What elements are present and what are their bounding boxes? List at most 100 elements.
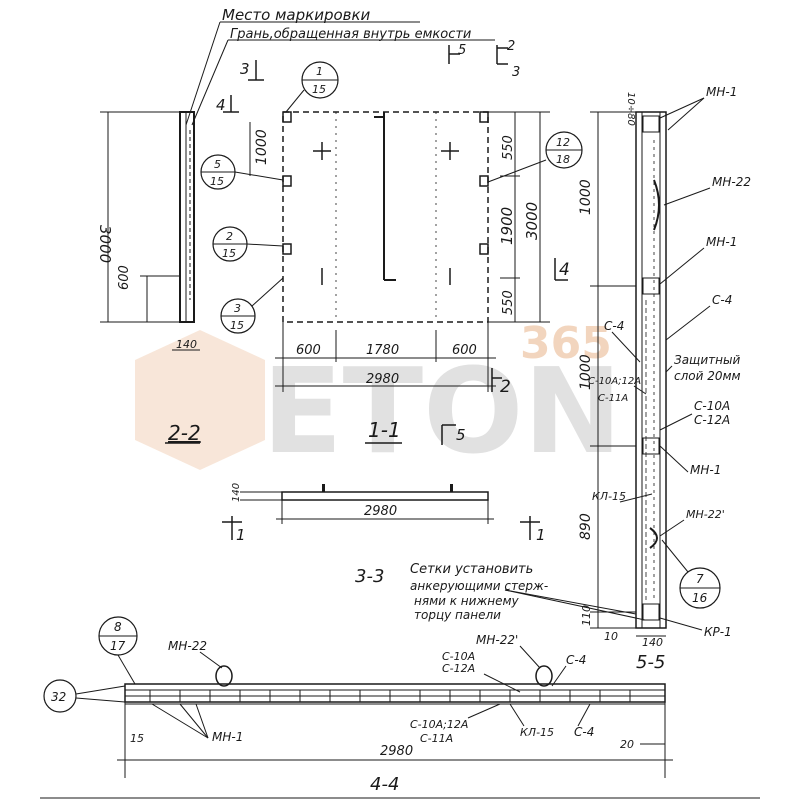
dim-2980-a: 2980 (366, 372, 399, 387)
section-label-2-2: 2-2 (168, 421, 201, 445)
section-label-5-5: 5-5 (636, 652, 665, 673)
cut-mark-2-top: 2 (507, 39, 515, 54)
mark-mn-1-low: МН-1 (690, 463, 721, 477)
svg-text:32: 32 (51, 690, 66, 704)
note-line-3: нями к нижнему (414, 594, 520, 608)
loop-mn-22-right (535, 665, 553, 687)
cut-marks-3-4: 3 4 (216, 60, 264, 114)
callout-12-18: 12 18 (487, 131, 583, 183)
svg-text:15: 15 (222, 247, 236, 260)
mark-kr-1: КР-1 (704, 625, 732, 639)
section-1-1-panel (282, 111, 489, 323)
svg-text:15: 15 (230, 319, 244, 332)
note-sloy: слой 20мм (674, 369, 741, 383)
callout-32: 32 (43, 679, 126, 713)
mark-mn-1-bottom: МН-1 (212, 730, 243, 744)
dim-15: 15 (130, 732, 144, 745)
dim-1000-left-panel: 1000 (254, 129, 270, 165)
cut-mark-5-bottom: 5 (456, 426, 466, 444)
mark-c-10a-12a-bottom: С-10А;12А (410, 718, 468, 731)
mark-c-4-bottom: С-4 (574, 725, 594, 739)
note-setki: Сетки установить анкерующими стерж- нями… (410, 562, 646, 622)
callout-3-15: 3 15 (220, 277, 284, 334)
dim-600-left: 600 (117, 265, 132, 290)
mark-c-10a: С-10А (694, 399, 730, 413)
mark-c-4-right: С-4 (712, 293, 732, 307)
svg-text:8: 8 (114, 620, 122, 634)
svg-text:2: 2 (226, 230, 233, 243)
cut-mark-1-left: 1 (236, 526, 246, 544)
dim-1900: 1900 (498, 207, 516, 245)
callout-1-15: 1 15 (285, 61, 339, 113)
mark-mn-22-prime: МН-22' (686, 508, 725, 521)
mark-kl-15: КЛ-15 (592, 490, 626, 503)
watermark-number: 365 (520, 318, 612, 369)
watermark-brand: ETON (262, 342, 622, 480)
watermark: ETON 365 (135, 318, 622, 480)
cut-mark-4-right: 4 (559, 260, 570, 280)
dim-2980-b: 2980 (364, 504, 397, 519)
cut-marks-section-1: 5 2 3 4 2 5 (441, 39, 570, 445)
dim-3000-left: 3000 (96, 225, 114, 263)
section-3-3: 140 2980 1 1 3-3 (222, 483, 546, 587)
mark-mn-22-bottom: МН-22 (168, 639, 207, 653)
cut-mark-4: 4 (216, 96, 226, 114)
svg-text:17: 17 (110, 639, 126, 653)
dim-3000-right: 3000 (523, 202, 541, 240)
mark-c-11a: С-11А (598, 393, 628, 404)
dim-600-b: 600 (452, 343, 477, 358)
dim-2980-c: 2980 (380, 744, 413, 759)
note-line-2: анкерующими стерж- (410, 579, 548, 593)
mark-mn-1-top: МН-1 (706, 85, 737, 99)
dim-10-80: 10÷80 (625, 92, 636, 126)
callout-2-15: 2 15 (212, 226, 284, 262)
section-label-3-3: 3-3 (355, 566, 384, 587)
callout-7-16: 7 16 (661, 539, 721, 609)
dim-1000-5-mid: 1000 (578, 354, 594, 390)
cut-mark-3: 3 (240, 60, 250, 78)
mark-kl-15-bottom: КЛ-15 (520, 726, 554, 739)
section-4-4-marks: 8 17 32 МН-22 МН-22' С-10А С-12А С-4 С-1… (43, 616, 594, 745)
callout-5-15: 5 15 (200, 154, 284, 190)
svg-text:5: 5 (214, 158, 221, 171)
section-1-1-right-dims: 550 1900 3000 550 1000 (249, 111, 550, 323)
section-label-4-4: 4-4 (370, 774, 399, 795)
dim-140-section-3: 140 (231, 483, 242, 502)
section-1-1-bottom-dims: 600 1780 600 2980 1-1 (275, 322, 496, 444)
watermark-logo-icon (135, 330, 265, 470)
section-5-5: 10÷80 1000 1000 890 110 10 140 5-5 (578, 92, 667, 673)
label-gran: Грань,обращенная внутрь емкости (230, 27, 471, 42)
dim-1000-5-top: 1000 (578, 179, 594, 215)
label-mesto-markirovki: Место маркировки (222, 6, 371, 24)
note-line-1: Сетки установить (410, 562, 533, 577)
mark-mn-22: МН-22 (712, 175, 751, 189)
cut-mark-2-bottom: 2 (500, 377, 511, 397)
section-label-1-1: 1-1 (368, 418, 401, 442)
svg-text:18: 18 (556, 153, 570, 166)
svg-text:7: 7 (696, 572, 704, 586)
cut-mark-5-top: 5 (458, 43, 466, 58)
dim-1780: 1780 (366, 343, 399, 358)
svg-text:12: 12 (556, 136, 570, 149)
dim-600-a: 600 (296, 343, 321, 358)
svg-text:16: 16 (692, 591, 708, 605)
dim-110: 110 (580, 605, 593, 626)
dim-10: 10 (604, 630, 618, 643)
loop-mn-22-left (215, 665, 233, 687)
svg-text:15: 15 (210, 175, 224, 188)
mark-c-10a-bottom: С-10А (442, 650, 475, 663)
section-4-4: 2980 15 20 4-4 (117, 665, 673, 795)
note-zashchitny: Защитный (674, 353, 740, 367)
mark-c-4-bottom-top: С-4 (566, 653, 586, 667)
svg-text:3: 3 (234, 302, 241, 315)
svg-text:1: 1 (316, 65, 323, 78)
section-2-2: 3000 600 140 2-2 (96, 111, 201, 445)
callouts-1-1: 1 15 5 15 2 15 3 15 12 (200, 61, 583, 334)
cut-mark-1-right: 1 (536, 526, 546, 544)
mark-c-4-left: С-4 (604, 319, 624, 333)
svg-text:15: 15 (312, 83, 326, 96)
note-line-4: торцу панели (414, 608, 501, 622)
mark-c-10a-12a: С-10А;12А (588, 376, 641, 387)
dim-550-top: 550 (501, 135, 516, 160)
